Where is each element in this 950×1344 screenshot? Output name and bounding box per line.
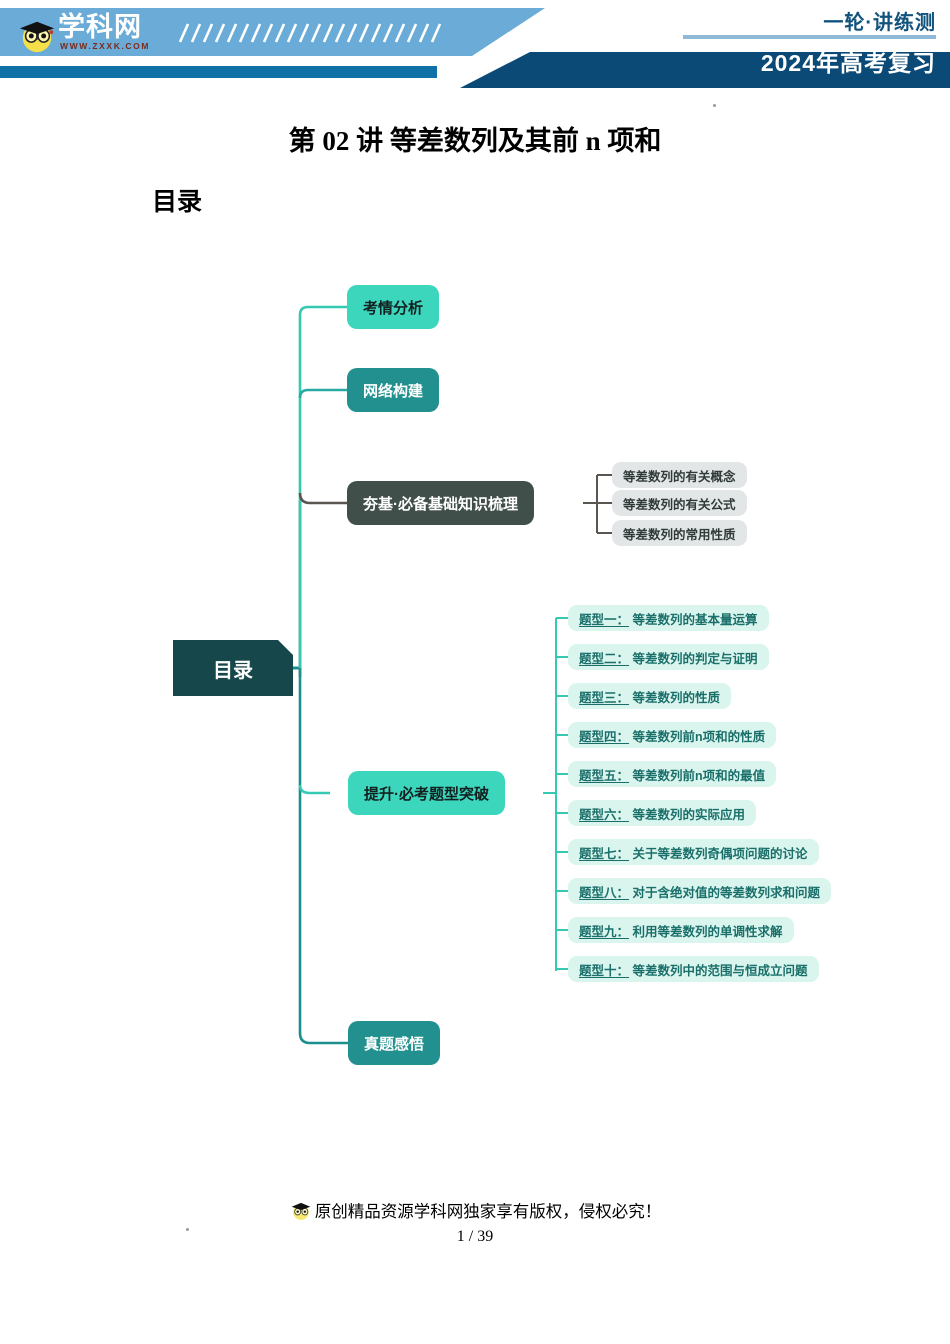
page-footer: 原创精品资源学科网独家享有版权，侵权必究！ [0,1198,950,1222]
header-tagline-top: 一轮·讲练测 [823,12,936,34]
branch-label: 考情分析 [363,299,424,317]
mindmap-leaf-gongshi[interactable]: 等差数列的有关公式 [612,490,747,516]
owl-footer-icon [291,1202,311,1220]
leaf-tag: 题型十： [579,963,630,978]
header-tagline-bottom: 2024年高考复习 [760,50,936,76]
page-header: 学科网 WWW.ZXXK.COM 一轮·讲练测 2024年高考复习 [0,0,950,92]
mindmap-leaf-tixing-7[interactable]: 题型七： 关于等差数列奇偶项问题的讨论 [568,839,819,865]
page-speck [186,1228,189,1231]
branch-label: 网络构建 [363,382,424,400]
logo-text: 学科网 [58,12,142,42]
leaf-label: 等差数列的判定与证明 [632,651,758,666]
leaf-tag: 题型二： [579,651,630,666]
section-heading-contents: 目录 [152,189,203,216]
logo-url-text: WWW.ZXXK.COM [60,41,151,51]
branch-label: 夯基·必备基础知识梳理 [363,495,518,513]
copyright-text: 原创精品资源学科网独家享有版权，侵权必究！ [314,1202,662,1221]
mindmap-leaf-gainian[interactable]: 等差数列的有关概念 [612,462,747,488]
page-speck [713,104,716,107]
leaf-label: 等差数列的常用性质 [623,527,736,542]
mindmap-leaf-tixing-8[interactable]: 题型八： 对于含绝对值的等差数列求和问题 [568,878,832,904]
leaf-tag: 题型九： [579,924,630,939]
leaf-tag: 题型一： [579,612,630,627]
mindmap-branch-kaoqing-fenxi[interactable]: 考情分析 [347,285,440,329]
mindmap-leaf-tixing-9[interactable]: 题型九： 利用等差数列的单调性求解 [568,917,794,943]
leaf-label: 等差数列的基本量运算 [632,612,758,627]
leaf-label: 等差数列中的范围与恒成立问题 [632,963,808,978]
mindmap-root-node[interactable]: 目录 [173,640,293,696]
mindmap-root-label: 目录 [213,659,253,682]
hatch-stripes-decoration [178,23,442,43]
mindmap-connectors [282,305,612,1045]
site-logo: 学科网 WWW.ZXXK.COM [18,10,168,56]
header-banner-shapes [0,8,950,88]
mindmap-leaf-tixing-10[interactable]: 题型十： 等差数列中的范围与恒成立问题 [568,956,819,982]
leaf-tag: 题型六： [579,807,630,822]
mindmap-branch-wangluo-goujian[interactable]: 网络构建 [347,368,440,412]
mindmap-leaf-tixing-1[interactable]: 题型一： 等差数列的基本量运算 [568,605,769,631]
page-number: 1 / 39 [456,1228,494,1245]
leaf-label: 等差数列前n项和的最值 [632,768,766,783]
owl-logo-icon [19,21,55,53]
folded-corner-icon [278,640,293,655]
mindmap-leaf-tixing-2[interactable]: 题型二： 等差数列的判定与证明 [568,644,769,670]
leaf-label: 等差数列的性质 [632,690,721,705]
mindmap-diagram: 目录 考情分析 网络构建 夯基·必备基础知识梳理 等差数列的有关概念 等差数列的… [0,255,950,1085]
leaf-tag: 题型三： [579,690,630,705]
branch-label: 真题感悟 [364,1035,425,1053]
mindmap-branch-tisheng-tixing[interactable]: 提升·必考题型突破 [348,771,505,815]
copyright-line: 原创精品资源学科网独家享有版权，侵权必究！ [289,1198,662,1222]
leaf-label: 等差数列的有关概念 [623,469,736,484]
leaf-tag: 题型八： [579,885,630,900]
page-title: 第 02 讲 等差数列及其前 n 项和 [288,126,662,156]
mindmap-branch-zhenti-ganwu[interactable]: 真题感悟 [348,1021,441,1065]
mindmap-leaf-xingzhi[interactable]: 等差数列的常用性质 [612,520,747,546]
leaf-label: 对于含绝对值的等差数列求和问题 [632,885,821,900]
leaf-tag: 题型七： [579,846,630,861]
leaf-label: 等差数列前n项和的性质 [632,729,766,744]
mindmap-branch-hangji-jichu[interactable]: 夯基·必备基础知识梳理 [347,481,534,525]
leaf-label: 利用等差数列的单调性求解 [632,924,783,939]
leaf-tag: 题型五： [579,768,630,783]
leaf-label: 关于等差数列奇偶项问题的讨论 [632,846,808,861]
mindmap-leaf-tixing-5[interactable]: 题型五： 等差数列前n项和的最值 [568,761,777,787]
leaf-tag: 题型四： [579,729,630,744]
branch-label: 提升·必考题型突破 [364,785,489,803]
leaf-label: 等差数列的实际应用 [632,807,746,822]
mindmap-leaf-tixing-4[interactable]: 题型四： 等差数列前n项和的性质 [568,722,777,748]
header-divider-rule [683,35,936,39]
leaf-label: 等差数列的有关公式 [623,497,736,512]
mindmap-leaf-tixing-3[interactable]: 题型三： 等差数列的性质 [568,683,732,709]
mindmap-leaf-tixing-6[interactable]: 题型六： 等差数列的实际应用 [568,800,757,826]
